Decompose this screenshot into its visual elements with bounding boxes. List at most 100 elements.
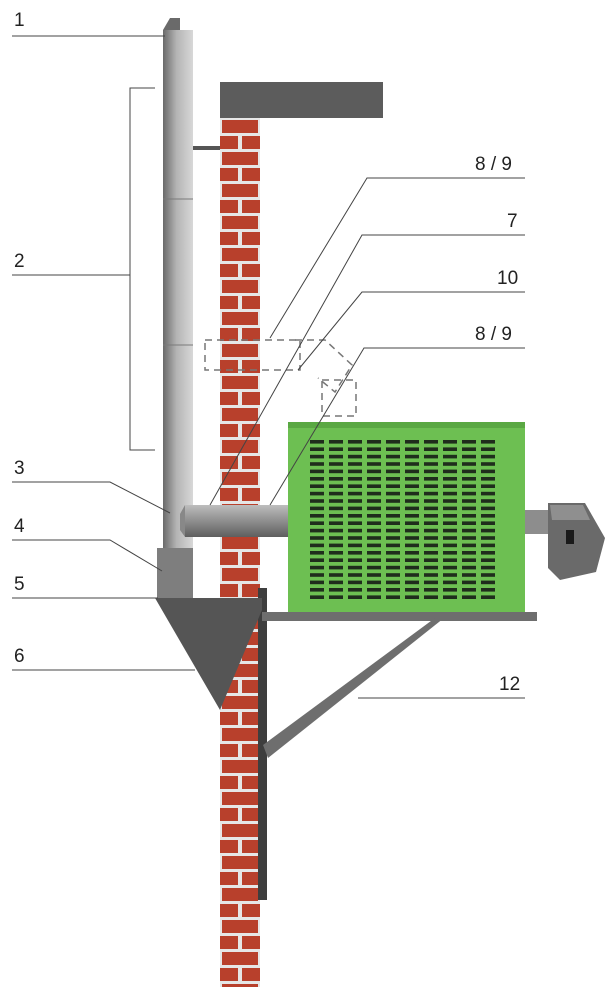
grille-slot xyxy=(310,484,324,488)
grille-slot xyxy=(405,514,419,518)
grille-slot xyxy=(481,595,495,599)
grille-slot xyxy=(405,521,419,525)
flue-end xyxy=(180,505,185,537)
grille-slot xyxy=(348,506,362,511)
grille-slot xyxy=(310,447,324,451)
label-10: 10 xyxy=(497,268,518,289)
grille-slot xyxy=(443,573,457,577)
grille-slot xyxy=(329,491,343,496)
grille-slot xyxy=(310,491,324,496)
grille-slot xyxy=(481,565,495,570)
grille-slot xyxy=(481,440,495,444)
grille-slot xyxy=(367,536,381,540)
grille-slot xyxy=(386,484,400,488)
grille-slot xyxy=(462,514,476,518)
grille-slot xyxy=(462,462,476,466)
grille-slot xyxy=(310,454,324,459)
label-8-9-bottom: 8 / 9 xyxy=(475,324,512,345)
grille-slot xyxy=(348,595,362,599)
grille-slot xyxy=(424,521,438,525)
grille-slot xyxy=(462,469,476,474)
grille-slot xyxy=(481,499,495,503)
grille-slot xyxy=(405,536,419,540)
grille-slot xyxy=(462,551,476,555)
grille-slot xyxy=(443,440,457,444)
grille-slot xyxy=(367,491,381,496)
grille-slot xyxy=(348,499,362,503)
grille-slot xyxy=(481,484,495,488)
grille-slot xyxy=(367,477,381,481)
grille-slot xyxy=(405,558,419,562)
grille-slot xyxy=(310,536,324,540)
grille-slot xyxy=(443,543,457,548)
grille-slot xyxy=(386,588,400,592)
grille-slot xyxy=(348,580,362,585)
grille-slot xyxy=(481,588,495,592)
grille-slot xyxy=(481,514,495,518)
grille-slot xyxy=(462,491,476,496)
grille-slot xyxy=(386,521,400,525)
grille-slot xyxy=(405,440,419,444)
grille-slot xyxy=(424,588,438,592)
grille-slot xyxy=(310,477,324,481)
grille-slot xyxy=(424,580,438,585)
grille-slot xyxy=(386,499,400,503)
grille-slot xyxy=(462,521,476,525)
grille-slot xyxy=(405,506,419,511)
leader-lines xyxy=(12,35,525,699)
grille-slot xyxy=(310,573,324,577)
grille-slot xyxy=(443,477,457,481)
grille-slot xyxy=(481,447,495,451)
label-8-9-top: 8 / 9 xyxy=(475,154,512,175)
label-4: 4 xyxy=(14,516,25,537)
grille-slot xyxy=(443,528,457,533)
chimney-top xyxy=(163,18,180,30)
grille-slot xyxy=(329,521,343,525)
burner-highlight xyxy=(550,505,590,520)
grille-slot xyxy=(443,551,457,555)
grille-slot xyxy=(329,462,343,466)
grille-slot xyxy=(462,484,476,488)
grille-slot xyxy=(386,447,400,451)
grille-slot xyxy=(367,506,381,511)
grille-slot xyxy=(424,477,438,481)
alternate-connection-dashed xyxy=(204,339,357,417)
grille-slot xyxy=(348,514,362,518)
grille-slot xyxy=(329,484,343,488)
grille-slot xyxy=(405,484,419,488)
grille-slot xyxy=(310,469,324,474)
label-2: 2 xyxy=(14,251,25,272)
grille-slot xyxy=(462,454,476,459)
grille-slot xyxy=(386,536,400,540)
grille-slot xyxy=(348,543,362,548)
grille-slot xyxy=(443,499,457,503)
grille-slot xyxy=(348,454,362,459)
grille-slot xyxy=(424,440,438,444)
grille-slot xyxy=(367,447,381,451)
grille-slot xyxy=(310,514,324,518)
grille-slot xyxy=(462,573,476,577)
grille-slot xyxy=(386,565,400,570)
label-1: 1 xyxy=(14,10,25,31)
grille-slot xyxy=(462,447,476,451)
grille-slot xyxy=(386,506,400,511)
label-6: 6 xyxy=(14,646,25,667)
grille-slot xyxy=(424,506,438,511)
grille-slot xyxy=(424,595,438,599)
grille-slot xyxy=(329,536,343,540)
grille-slot xyxy=(424,543,438,548)
grille-slot xyxy=(367,580,381,585)
support-console xyxy=(155,598,262,710)
grille-slot xyxy=(329,595,343,599)
grille-slot xyxy=(348,573,362,577)
grille-slot xyxy=(424,558,438,562)
grille-slot xyxy=(386,573,400,577)
grille-slot xyxy=(443,514,457,518)
grille-slot xyxy=(424,565,438,570)
grille-slot xyxy=(329,499,343,503)
brick-wall xyxy=(220,118,260,987)
grille-slot xyxy=(481,521,495,525)
grille-slot xyxy=(424,536,438,540)
grille-slot xyxy=(481,558,495,562)
grille-slot xyxy=(329,558,343,562)
